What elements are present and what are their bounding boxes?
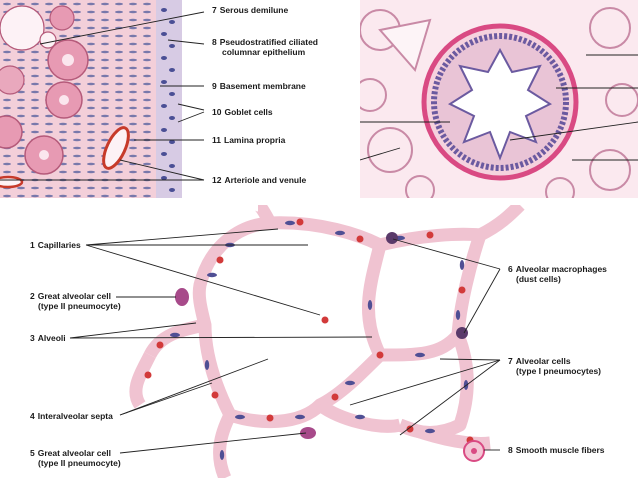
epithelium-nuclei <box>161 8 175 192</box>
alveoli-illustration <box>69 205 525 478</box>
smooth-muscle-bundle <box>463 440 485 462</box>
interalveolar-septa-network <box>129 205 525 478</box>
gland-cluster <box>0 5 89 175</box>
bronchiole-leader-lines <box>360 54 638 161</box>
pulmonary-vessel <box>378 18 432 73</box>
top-left-leader-lines <box>0 11 205 181</box>
bronchiole-lumen <box>447 47 553 161</box>
ciliated-epithelium <box>156 0 182 198</box>
arteriole-venule <box>0 126 130 189</box>
bronchiole-panel <box>360 0 638 198</box>
alveolar-macrophages <box>386 232 468 339</box>
bronchiole-illustration <box>360 0 638 198</box>
alveoli-leader-lines <box>69 228 501 454</box>
trachea-wall-illustration <box>0 0 205 198</box>
great-alveolar-cells <box>175 288 316 439</box>
